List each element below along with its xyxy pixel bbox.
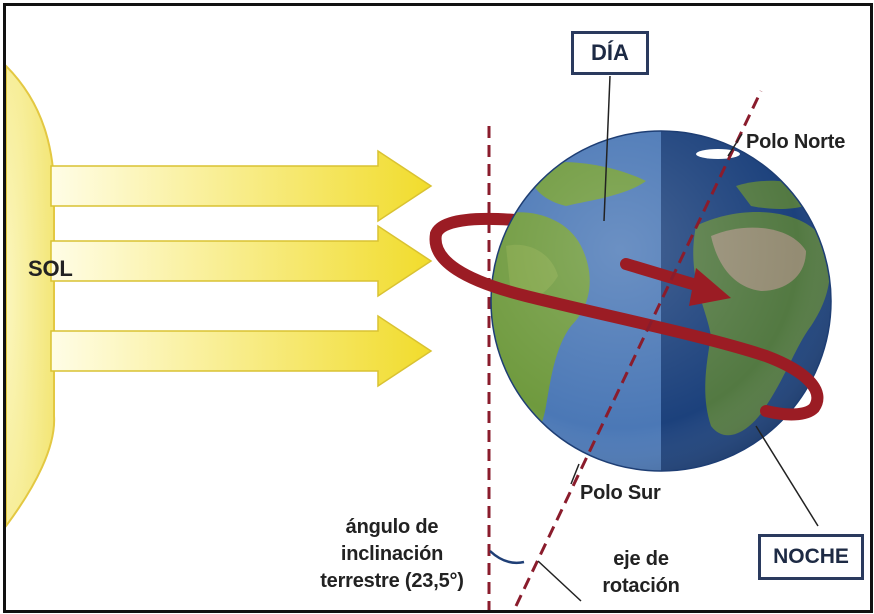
night-label-box: NOCHE <box>758 534 864 580</box>
north-pole-label: Polo Norte <box>746 131 846 153</box>
earth-rotation-diagram <box>6 64 832 610</box>
axis-label-line2: rotación <box>602 575 680 597</box>
tilt-angle-label: ángulo de inclinación terrestre (23,5°) <box>304 514 480 595</box>
leader-south-pole <box>570 463 580 485</box>
globe-outline <box>490 130 832 472</box>
leader-axis <box>537 560 582 602</box>
tilt-angle-label-line2: inclinación <box>340 543 444 565</box>
rotation-arrow-icon <box>429 228 824 421</box>
axis-label: eje de rotación <box>576 546 706 600</box>
tilt-angle-label-line1: ángulo de <box>345 516 439 538</box>
rotation-axis-line <box>514 90 763 607</box>
south-pole-label: Polo Sur <box>580 482 661 504</box>
leader-night <box>755 425 819 527</box>
sun-half-icon <box>6 64 56 528</box>
sun-label: SOL <box>28 256 73 281</box>
tilt-angle-label-line3: terrestre (23,5°) <box>320 570 464 592</box>
tilt-angle-arc <box>489 550 525 565</box>
globe-icon <box>491 131 831 471</box>
day-label-box: DÍA <box>571 31 649 75</box>
leader-north-pole <box>727 133 743 157</box>
axis-label-line1: eje de <box>613 548 669 570</box>
sunlight-arrow-icon <box>50 149 433 388</box>
diagram-frame: SOL DÍA Polo Norte Polo Sur ángulo de in… <box>3 3 873 613</box>
leader-day <box>603 75 611 222</box>
